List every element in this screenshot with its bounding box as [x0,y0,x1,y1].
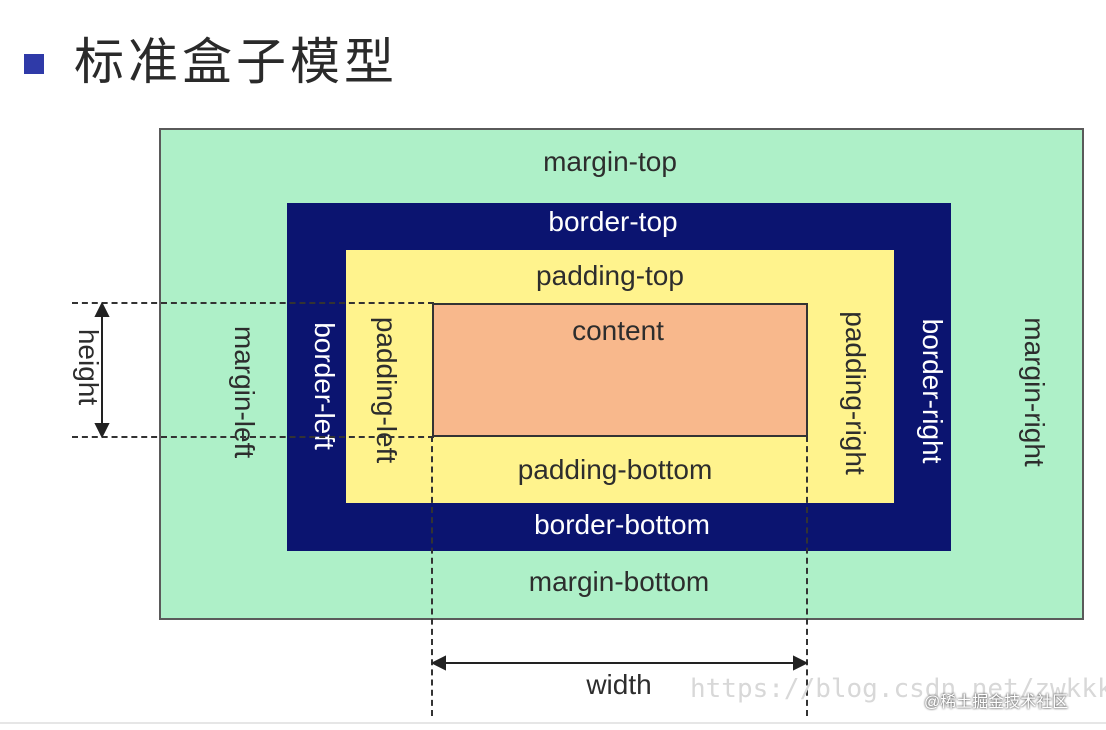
width-arrow-head-right [793,655,809,671]
bottom-divider [0,722,1106,724]
width-guide-right [806,436,808,716]
padding-bottom-label: padding-bottom [517,454,713,485]
watermark-brand: @稀土掘金技术社区 [924,694,1069,711]
margin-bottom-label: margin-bottom [528,566,710,597]
margin-top-label: margin-top [543,146,677,177]
border-bottom-label: border-bottom [534,509,710,540]
width-label: width [586,669,652,700]
padding-top-label: padding-top [536,260,684,291]
border-top-label: border-top [548,206,678,237]
content-label: content [572,315,664,346]
width-guide-left [431,436,433,716]
height-arrow-head-up [94,301,110,317]
title-bullet [24,54,44,74]
height-guide-bottom [72,436,434,438]
width-arrow-head-left [430,655,446,671]
height-guide-top [72,302,434,304]
page-title: 标准盒子模型 [74,33,398,91]
height-arrow-head-down [94,423,110,439]
watermark-url: https://blog.csdn.net/zwkkk [690,674,1106,704]
content-area [432,303,808,437]
